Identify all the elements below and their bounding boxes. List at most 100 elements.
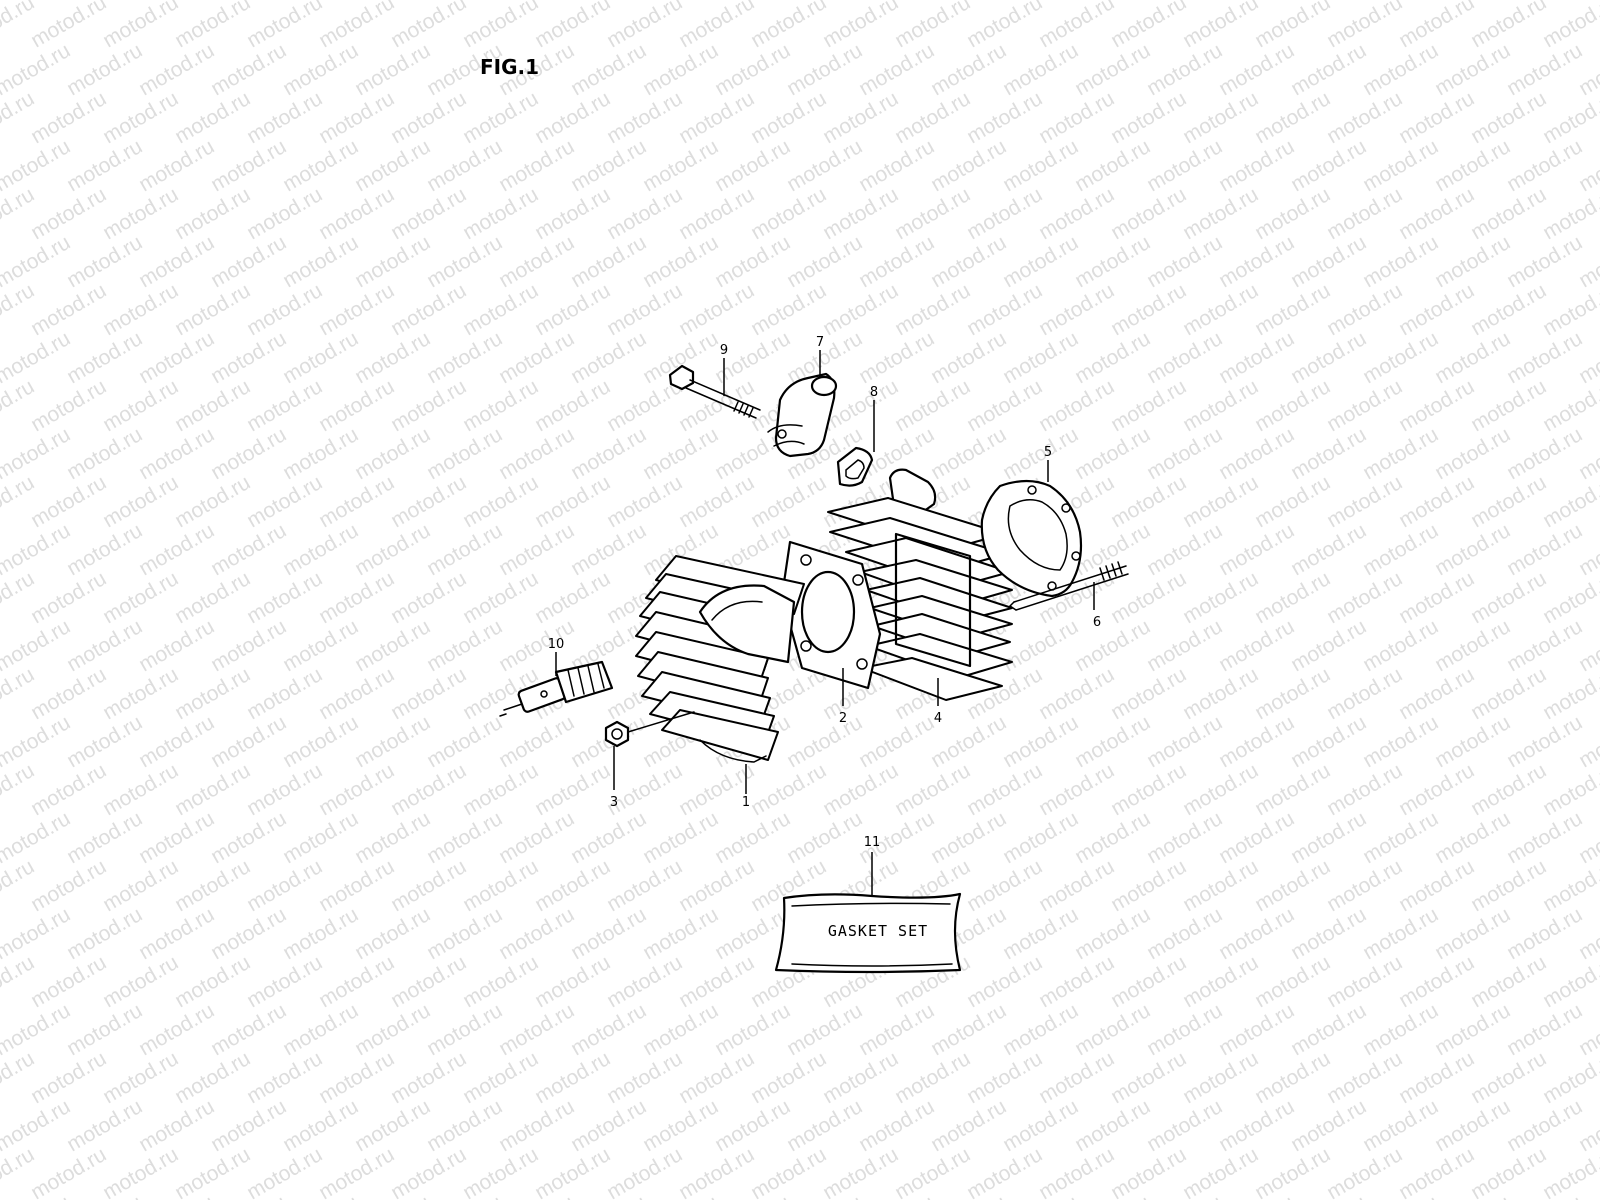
- watermark-text: motod.ru: [1179, 471, 1262, 532]
- watermark-text: motod.ru: [99, 1047, 182, 1108]
- watermark-text: motod.ru: [603, 87, 686, 148]
- watermark-text: motod.ru: [135, 807, 218, 868]
- watermark-text: motod.ru: [1071, 423, 1154, 484]
- watermark-text: motod.ru: [135, 1095, 218, 1156]
- watermark-text: motod.ru: [1071, 39, 1154, 100]
- watermark-text: motod.ru: [675, 87, 758, 148]
- watermark-text: motod.ru: [963, 759, 1046, 820]
- watermark-text: motod.ru: [459, 0, 542, 52]
- watermark-text: motod.ru: [171, 183, 254, 244]
- watermark-text: motod.ru: [891, 279, 974, 340]
- watermark-text: motod.ru: [1251, 375, 1334, 436]
- watermark-text: motod.ru: [1287, 807, 1370, 868]
- watermark-text: motod.ru: [1179, 855, 1262, 916]
- watermark-text: motod.ru: [1143, 231, 1226, 292]
- watermark-text: motod.ru: [495, 711, 578, 772]
- watermark-text: motod.ru: [531, 87, 614, 148]
- watermark-text: motod.ru: [963, 951, 1046, 1012]
- watermark-text: motod.ru: [1467, 855, 1550, 916]
- watermark-text: motod.ru: [1215, 1095, 1298, 1156]
- watermark-text: motod.ru: [999, 135, 1082, 196]
- watermark-text: motod.ru: [1287, 231, 1370, 292]
- watermark-text: motod.ru: [63, 519, 146, 580]
- watermark-text: motod.ru: [747, 0, 830, 52]
- watermark-text: motod.ru: [315, 375, 398, 436]
- watermark-text: motod.ru: [819, 759, 902, 820]
- watermark-text: motod.ru: [783, 711, 866, 772]
- watermark-text: motod.ru: [567, 999, 650, 1060]
- watermark-text: motod.ru: [1503, 999, 1586, 1060]
- watermark-text: motod.ru: [495, 135, 578, 196]
- watermark-text: motod.ru: [135, 999, 218, 1060]
- watermark-text: motod.ru: [1251, 1047, 1334, 1108]
- watermark-text: motod.ru: [27, 759, 110, 820]
- watermark-text: motod.ru: [1035, 1047, 1118, 1108]
- watermark-text: motod.ru: [1323, 0, 1406, 52]
- watermark-text: motod.ru: [1215, 423, 1298, 484]
- watermark-text: motod.ru: [315, 87, 398, 148]
- watermark-text: motod.ru: [1467, 663, 1550, 724]
- watermark-text: motod.ru: [855, 231, 938, 292]
- watermark-text: motod.ru: [531, 759, 614, 820]
- watermark-text: motod.ru: [135, 231, 218, 292]
- watermark-text: motod.ru: [279, 711, 362, 772]
- watermark-text: motod.ru: [1503, 1095, 1586, 1156]
- watermark-text: motod.ru: [675, 1047, 758, 1108]
- watermark-text: motod.ru: [495, 231, 578, 292]
- watermark-text: motod.ru: [1467, 87, 1550, 148]
- watermark-text: motod.ru: [207, 807, 290, 868]
- watermark-text: motod.ru: [1395, 1143, 1478, 1200]
- watermark-text: motod.ru: [351, 39, 434, 100]
- watermark-text: motod.ru: [711, 807, 794, 868]
- part-5-head-gasket: [980, 479, 1083, 598]
- watermark-text: motod.ru: [315, 471, 398, 532]
- watermark-text: motod.ru: [99, 87, 182, 148]
- watermark-text: motod.ru: [603, 855, 686, 916]
- watermark-text: motod.ru: [279, 231, 362, 292]
- watermark-text: motod.ru: [1215, 711, 1298, 772]
- watermark-text: motod.ru: [999, 1095, 1082, 1156]
- watermark-text: motod.ru: [747, 87, 830, 148]
- watermark-text: motod.ru: [1179, 87, 1262, 148]
- watermark-text: motod.ru: [783, 1095, 866, 1156]
- watermark-text: motod.ru: [315, 0, 398, 52]
- watermark-text: motod.ru: [747, 1143, 830, 1200]
- callout-2: 2: [839, 711, 847, 726]
- watermark-text: motod.ru: [63, 423, 146, 484]
- watermark-text: motod.ru: [531, 951, 614, 1012]
- watermark-text: motod.ru: [171, 279, 254, 340]
- watermark-text: motod.ru: [27, 279, 110, 340]
- watermark-text: motod.ru: [1467, 567, 1550, 628]
- part-8-intake-gasket: [836, 446, 874, 487]
- watermark-text: motod.ru: [819, 1047, 902, 1108]
- watermark-text: motod.ru: [1107, 0, 1190, 52]
- watermark-text: motod.ru: [351, 519, 434, 580]
- watermark-text: motod.ru: [1323, 1047, 1406, 1108]
- watermark-text: motod.ru: [63, 327, 146, 388]
- watermark-text: motod.ru: [1071, 519, 1154, 580]
- watermark-text: motod.ru: [243, 471, 326, 532]
- watermark-text: motod.ru: [1071, 327, 1154, 388]
- watermark-text: motod.ru: [1359, 327, 1442, 388]
- watermark-text: motod.ru: [171, 1047, 254, 1108]
- watermark-text: motod.ru: [1323, 87, 1406, 148]
- callout-3: 3: [610, 795, 618, 810]
- watermark-text: motod.ru: [351, 615, 434, 676]
- watermark-text: motod.ru: [99, 759, 182, 820]
- watermark-text: motod.ru: [1287, 999, 1370, 1060]
- watermark-text: motod.ru: [1503, 135, 1586, 196]
- watermark-text: motod.ru: [135, 135, 218, 196]
- watermark-text: motod.ru: [531, 1143, 614, 1200]
- watermark-text: motod.ru: [747, 1047, 830, 1108]
- watermark-text: motod.ru: [1035, 0, 1118, 52]
- watermark-text: motod.ru: [1287, 1095, 1370, 1156]
- watermark-text: motod.ru: [1251, 855, 1334, 916]
- watermark-text: motod.ru: [1431, 711, 1514, 772]
- watermark-text: motod.ru: [1071, 903, 1154, 964]
- watermark-text: motod.ru: [279, 135, 362, 196]
- watermark-text: motod.ru: [675, 471, 758, 532]
- watermark-text: motod.ru: [1431, 1095, 1514, 1156]
- watermark-text: motod.ru: [63, 1095, 146, 1156]
- callout-8: 8: [870, 385, 878, 400]
- watermark-text: motod.ru: [783, 231, 866, 292]
